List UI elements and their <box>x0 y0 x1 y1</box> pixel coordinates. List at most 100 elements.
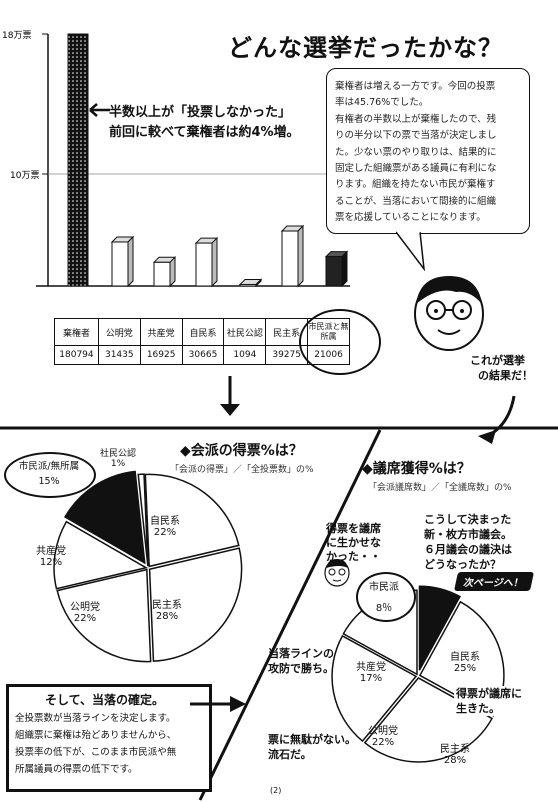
pie1-label-社民公認: 社民公認 1% <box>100 446 136 469</box>
pie1-subtitle: 「会派の得票」／「全投票数」の% <box>170 465 314 475</box>
y-tick-label-180k: 18万票 <box>2 30 31 41</box>
bar-民主系 <box>280 224 305 288</box>
callout-line: ６月議会の議決は <box>424 543 512 556</box>
pie2-label-name: 市民派 <box>369 582 399 593</box>
next-page-button[interactable]: 次ページへ！ <box>453 572 534 591</box>
pie2-label-pct: 28% <box>443 755 467 766</box>
bar-face <box>325 256 343 287</box>
bar-annotation-line1: 半数以上が「投票しなかった」 <box>106 100 295 121</box>
text-line: た。少ない票のやり取りは、結果的に <box>335 146 497 158</box>
callout-defense: 当落ラインの 攻防で勝ち。 <box>268 646 334 676</box>
down-arrow-head-icon <box>220 404 240 416</box>
pie1-label-name: 公明党 <box>70 602 100 613</box>
bar-face <box>239 283 257 287</box>
pie-chart-seat-share <box>331 585 505 763</box>
pie1-label-自民系: 自民系 22% <box>150 512 180 538</box>
pie1-slices <box>53 470 243 663</box>
pie-slice <box>137 473 149 567</box>
vote-table: 棄権者 公明党 共産党 自民系 社民公認 民主系 市民派と無所属 180794 … <box>54 318 350 365</box>
pie-slice <box>144 473 240 568</box>
bar-自民系 <box>194 236 219 288</box>
pie1-title: ◆会派の得票%は？ <box>180 443 303 459</box>
pie1-label-name: 民主系 <box>152 600 182 611</box>
pie-chart-vote-share <box>53 470 243 663</box>
bar-face <box>111 241 129 287</box>
pie1-label-name: 市民派/無所属 <box>18 461 80 472</box>
pie2-label-公明党: 公明党 22% <box>368 722 398 748</box>
bar-市民派と無所属 <box>324 250 349 288</box>
text-line: 全投票数が当落ラインを決定します。 <box>15 713 176 724</box>
highlight-ellipse-icon <box>299 309 381 375</box>
callout-line: に生かせな <box>326 536 381 549</box>
speech-tail-icon <box>396 231 425 271</box>
character-face-icon <box>414 276 484 351</box>
conclusion-text: 全投票数が当落ラインを決定します。組織票に棄権は殆どありませんから、投票率の低下… <box>9 710 209 778</box>
pie-slice <box>418 585 461 671</box>
table-cell: 180794 <box>54 345 99 365</box>
pie1-label-pct: 15% <box>38 476 60 487</box>
callout-line: 得票が議席に <box>456 687 522 700</box>
small-character-face-icon <box>324 559 350 587</box>
bar-series <box>67 33 349 288</box>
callout-line: 新・枚方市議会。 <box>424 528 512 541</box>
text-line: りの半分以下の票で当落が決定しまし <box>335 130 497 142</box>
pie2-label-pct: 25% <box>453 663 477 674</box>
pie1-label-name: 社民公認 <box>100 449 137 459</box>
arrow-to-abstainer-bar-icon <box>89 103 110 117</box>
callout-line: 流石だ。 <box>268 748 312 761</box>
page-title: どんな選挙だったかな？ <box>228 34 503 62</box>
pie1-label-name: 自民系 <box>150 516 180 527</box>
vote-table-value-row: 180794 31435 16925 30665 1094 39275 2100… <box>54 345 350 365</box>
pie1-label-pct: 1% <box>110 459 126 469</box>
text-line: ることが、当落において間接的に組織 <box>335 195 497 207</box>
callout-council: こうして決まった 新・枚方市議会。 ６月議会の議決は どうなったか？ <box>424 512 512 572</box>
pie1-label-市民派: 市民派/無所属 15% <box>12 458 86 487</box>
text-line: 棄権者は増える一方です。今回の投票 <box>335 81 496 92</box>
bar-annotation-line2: 前回に較べて棄権者は約4%増。 <box>106 120 303 141</box>
pie2-label-pct: 22% <box>371 737 395 748</box>
pie1-label-pct: 22% <box>73 613 97 624</box>
bar-社民公認 <box>238 278 263 288</box>
text-line: 有権者の半数以上が棄権したので、残 <box>335 113 497 125</box>
bar-face <box>67 33 89 287</box>
explanation-box: 棄権者は増える一方です。今回の投票率は45.76%でした。有権者の半数以上が棄権… <box>326 68 530 234</box>
pie1-label-民主系: 民主系 28% <box>152 596 182 622</box>
bar-face <box>153 261 171 287</box>
pie2-label-name: 共産党 <box>356 662 386 673</box>
text-line: 固定した組織票がある議員に有利にな <box>335 163 497 175</box>
conclusion-title: そして、当落の確定。 <box>45 693 165 707</box>
pen-pointer-icon <box>478 430 496 444</box>
pie-slice <box>363 677 494 763</box>
callout-line: どうなったか？ <box>424 558 501 571</box>
character-caption-line2: の結果だ！ <box>478 369 533 382</box>
pie2-subtitle: 「会派議席数」／「全議席数」の% <box>368 483 512 493</box>
text-line: ります。組織を持たない市民が棄権す <box>335 179 496 191</box>
callout-line: 当落ラインの <box>268 647 334 660</box>
pie2-label-共産党: 共産党 17% <box>356 658 386 684</box>
character-caption-line1: これが選挙 <box>470 354 525 367</box>
curved-arrow-shaft <box>493 395 516 434</box>
text-line: 率は45.76%でした。 <box>335 97 429 109</box>
pie1-label-共産党: 共産党 12% <box>36 542 66 568</box>
pie-slice <box>53 520 149 590</box>
table-cell: 21006 <box>307 345 350 365</box>
pie2-label-市民派: 市民派 8％ <box>364 578 404 614</box>
pie1-label-name: 共産党 <box>36 546 66 557</box>
bar-共産党 <box>152 256 177 288</box>
pie-slice <box>331 634 418 743</box>
bar-face <box>195 242 213 287</box>
table-cell: 39275 <box>265 345 309 365</box>
text-line: 組織票に棄権は殆どありませんから、 <box>15 730 177 741</box>
pie1-label-pct: 22% <box>153 527 177 538</box>
callout-line: 票に無駄がない。 <box>268 733 356 746</box>
pie2-label-自民系: 自民系 25% <box>450 648 480 674</box>
callout-line: こうして決まった <box>424 513 512 526</box>
y-tick-label-100k: 10万票 <box>10 170 39 181</box>
bar-棄権者 <box>67 33 89 287</box>
diagonal-divider <box>198 429 382 801</box>
conclusion-box: そして、当落の確定。 全投票数が当落ラインを決定します。組織票に棄権は殆どありま… <box>6 684 212 792</box>
bar-face <box>281 230 299 287</box>
pie1-highlight-ellipse <box>4 452 96 498</box>
bar-公明党 <box>110 235 135 288</box>
